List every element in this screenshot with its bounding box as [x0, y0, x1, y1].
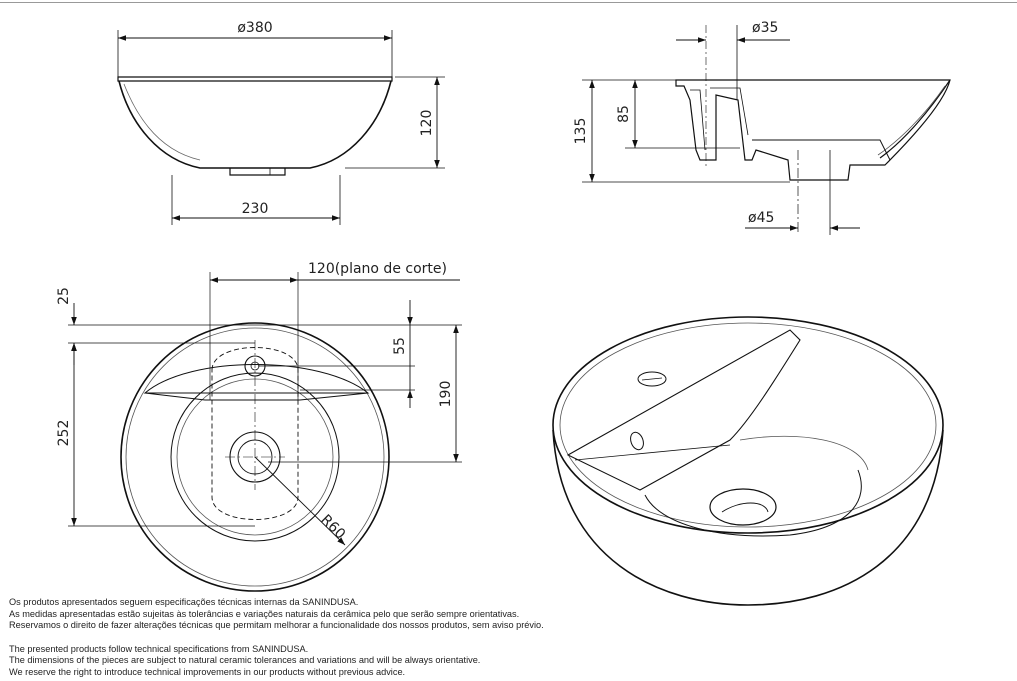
dim-depth-overall: 252	[56, 420, 72, 447]
dim-tap-offset: 55	[392, 337, 408, 355]
dim-overall-height: 135	[573, 118, 589, 145]
plan-view	[68, 272, 462, 592]
note-en-1: The presented products follow technical …	[9, 643, 309, 654]
dim-height-side: 120	[419, 110, 435, 137]
note-en-3: We reserve the right to introduce techni…	[9, 666, 406, 677]
front-elevation-view	[117, 30, 445, 225]
note-pt-1: Os produtos apresentados seguem especifi…	[9, 597, 359, 607]
dim-offset-top: 25	[56, 287, 72, 305]
dim-cut-plane: 120(plano de corte)	[308, 261, 447, 277]
note-en-2: The dimensions of the pieces are subject…	[9, 655, 481, 666]
dim-shelf-height: 85	[616, 105, 632, 123]
note-pt-2: As medidas apresentadas estão sujeitas à…	[9, 608, 520, 619]
perspective-view	[552, 316, 944, 606]
dim-radius: R60	[317, 512, 348, 543]
dim-base-width: 230	[242, 201, 269, 217]
dim-drain-diameter-bottom: ø45	[748, 210, 774, 226]
dim-top-diameter: ø380	[237, 20, 272, 36]
dim-drain-diameter-top: ø35	[752, 20, 778, 36]
disclaimer-notes: Os produtos apresentados seguem especifi…	[9, 597, 1009, 679]
dim-depth-to-drain: 190	[438, 381, 454, 408]
note-pt-3: Reservamos o direito de fazer alterações…	[9, 620, 544, 631]
section-view	[582, 25, 951, 235]
